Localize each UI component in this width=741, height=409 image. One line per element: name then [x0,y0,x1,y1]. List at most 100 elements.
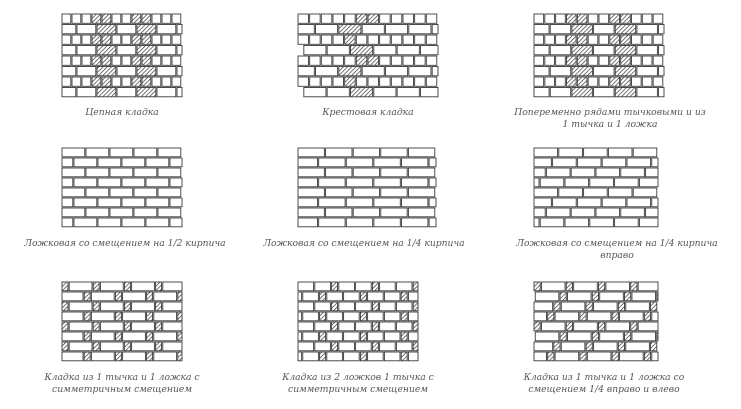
brick [141,34,152,45]
brick [155,281,163,292]
brick [379,341,396,352]
brick [380,147,408,158]
brick [302,351,319,362]
brick [367,311,384,322]
brick [593,45,615,56]
brick [533,321,541,332]
brick [420,45,439,56]
brick [109,187,134,198]
brick [81,13,92,24]
brick [371,281,379,292]
brick [297,291,303,302]
brick [390,13,403,24]
brick [123,341,131,352]
brick [303,45,327,56]
brick [318,197,346,208]
brick [617,301,626,312]
brick [155,301,163,312]
brick [609,55,620,66]
brick [553,341,561,352]
brick [343,311,360,322]
brick [656,291,659,302]
brick [571,87,593,98]
brick [589,217,614,228]
brick [338,301,355,312]
brick [533,157,552,168]
brick [587,55,599,66]
brick [533,207,546,218]
brick [73,197,98,208]
brick [555,34,566,45]
brick [146,291,154,302]
panel-stretcher-quarter-right [533,147,659,228]
brick [605,321,630,332]
brick [414,76,426,87]
brick [76,45,97,56]
brick [367,34,379,45]
brick [133,207,158,218]
brick [61,87,77,98]
brick [379,281,396,292]
brick [643,351,652,362]
brick [155,341,163,352]
brick [96,87,117,98]
brick [533,197,552,208]
brick [396,87,420,98]
brick [431,66,439,77]
brick [176,87,183,98]
panel-header-stretcher-symmetric [61,281,183,362]
brick [631,331,657,342]
brick [331,281,339,292]
brick [401,197,429,208]
brick [614,87,637,98]
brick [555,13,566,24]
brick [122,291,146,302]
brick [425,13,438,24]
brick [373,217,401,228]
brick [91,13,102,24]
brick [637,321,659,332]
brick [641,13,653,24]
brick [355,321,372,332]
brick [412,301,419,312]
brick [61,291,84,302]
brick [656,331,659,342]
brick [99,281,124,292]
brick [302,331,319,342]
brick [573,321,598,332]
brick [605,281,630,292]
brick [338,66,362,77]
brick [145,157,170,168]
panel-cross-bond [297,13,439,98]
brick [76,66,97,77]
brick [553,301,561,312]
brick [408,24,432,35]
brick [161,76,172,87]
brick [571,66,593,77]
brick [428,217,437,228]
brick [544,76,555,87]
brick [61,331,84,342]
brick [593,66,615,77]
brick [407,331,419,342]
brick [297,187,325,198]
brick [116,24,137,35]
brick [576,197,602,208]
brick [332,34,344,45]
brick [97,177,122,188]
brick [302,311,319,322]
brick [583,187,608,198]
brick [122,311,146,322]
brick [297,207,325,218]
brick [361,24,385,35]
brick [614,24,637,35]
brick [352,147,381,158]
brick [609,76,620,87]
brick [345,177,374,188]
brick [176,24,183,35]
brick [325,187,353,198]
caption-stretcher-quarter-right: Ложковая со смещением на 1/4 кирпича впр… [516,238,718,261]
brick [176,66,183,77]
brick [607,147,633,158]
caption-alternating-rows: Попеременно рядами тычковыми и из 1 тычк… [514,107,706,130]
